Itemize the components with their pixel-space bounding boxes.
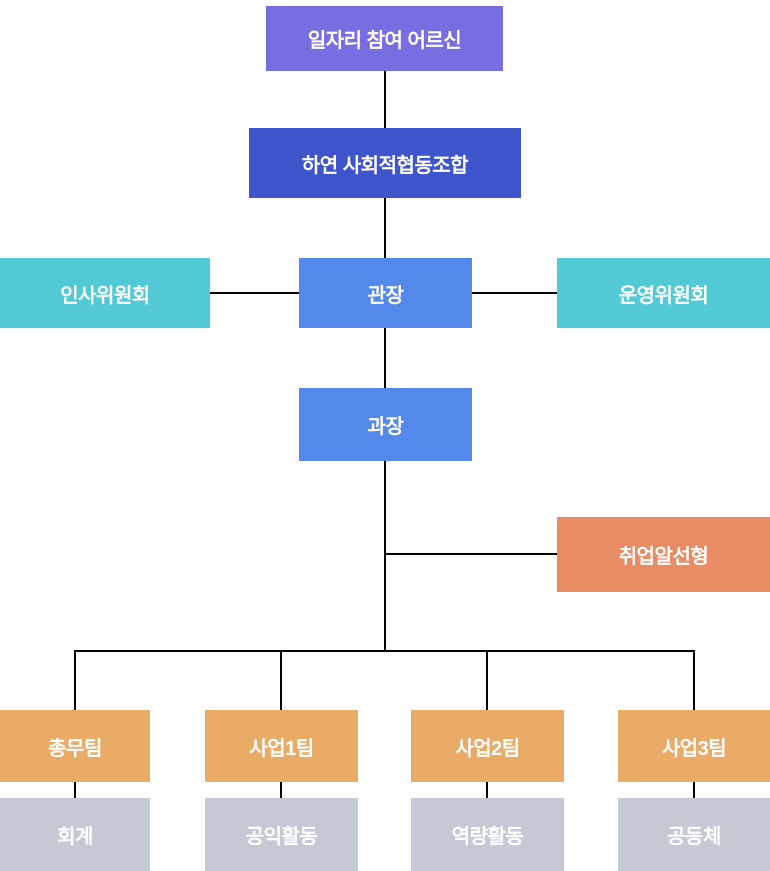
org-node-steering-committee: 운영위원회 [557, 258, 770, 328]
org-node-sub-public-interest: 공익활동 [205, 798, 358, 871]
org-node-team-business1: 사업1팀 [205, 710, 358, 782]
org-node-job-placement: 취업알선형 [557, 517, 770, 592]
org-node-hr-committee: 인사위원회 [0, 258, 210, 328]
org-node-participants: 일자리 참여 어르신 [266, 6, 503, 71]
connector-director-steering [472, 292, 557, 294]
connector-drop-team4 [693, 650, 695, 710]
connector-teams-bar [74, 650, 695, 652]
org-node-director: 관장 [299, 258, 472, 328]
org-node-sub-capability: 역량활동 [411, 798, 564, 871]
connector-manager-teams-trunk [384, 461, 386, 652]
connector-drop-team3 [486, 650, 488, 710]
org-node-sub-accounting: 회계 [0, 798, 150, 871]
org-node-team-business3: 사업3팀 [618, 710, 770, 782]
connector-drop-team1 [74, 650, 76, 710]
connector-team4-sub [693, 782, 695, 798]
connector-director-manager [384, 328, 386, 388]
connector-drop-team2 [280, 650, 282, 710]
org-node-team-business2: 사업2팀 [411, 710, 564, 782]
connector-team1-sub [74, 782, 76, 798]
org-node-sub-community: 공동체 [618, 798, 770, 871]
connector-team3-sub [486, 782, 488, 798]
org-node-manager: 과장 [299, 388, 472, 461]
org-node-team-general-affairs: 총무팀 [0, 710, 150, 782]
connector-hr-director [210, 292, 299, 294]
connector-team2-sub [280, 782, 282, 798]
connector-trunk-job-placement [385, 553, 557, 555]
org-node-coop: 하연 사회적협동조합 [249, 128, 521, 198]
connector-coop-director [384, 198, 386, 258]
connector-participants-coop [384, 71, 386, 128]
